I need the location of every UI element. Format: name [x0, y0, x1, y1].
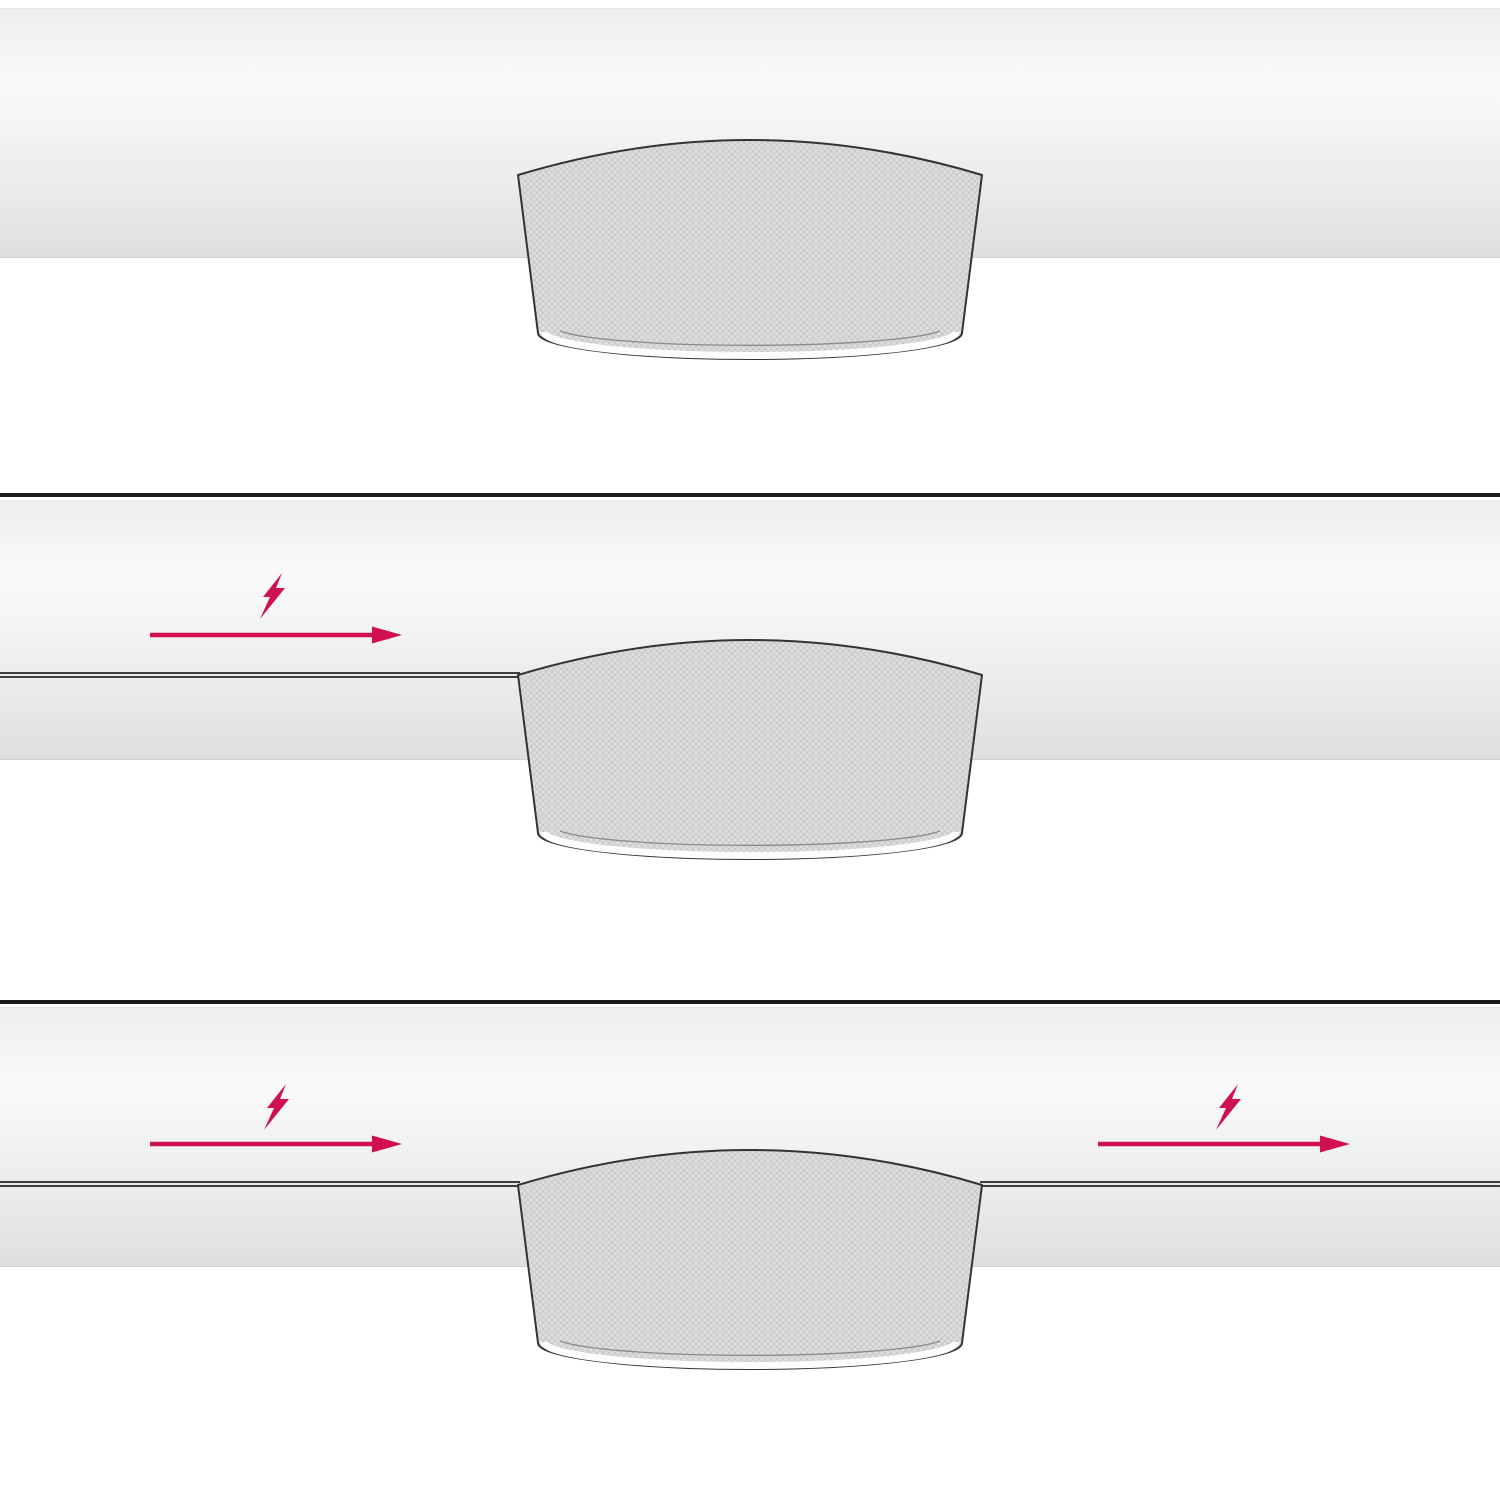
- drum-lampshade-illustration: [510, 630, 990, 870]
- lightning-bolt-shape: [260, 573, 285, 619]
- current-direction-arrow-icon: [150, 626, 402, 644]
- cable-line-left: [0, 1181, 520, 1187]
- panel-divider-line: [0, 1000, 1500, 1004]
- drum-lampshade-illustration: [510, 130, 990, 370]
- lampshade-shape: [518, 1150, 982, 1369]
- cable-line-right: [980, 1181, 1500, 1187]
- lightning-icon: [260, 573, 285, 619]
- lightning-icon: [264, 1084, 289, 1130]
- current-direction-arrow-icon: [150, 1135, 402, 1153]
- panel-lamp-cable-pass-through: [0, 1000, 1500, 1500]
- lampshade-shape: [518, 640, 982, 859]
- panel-lamp-cable-left: [0, 493, 1500, 1000]
- arrow-head: [1320, 1135, 1350, 1153]
- current-direction-arrow-icon: [1098, 1135, 1350, 1153]
- arrow-head: [372, 1135, 402, 1153]
- lampshade-shape: [518, 140, 982, 359]
- arrow-head: [372, 626, 402, 644]
- drum-lampshade-illustration: [510, 1140, 990, 1380]
- lightning-bolt-shape: [264, 1084, 289, 1130]
- cable-line-left: [0, 672, 520, 678]
- panel-lamp-no-cable: [0, 0, 1500, 493]
- lightning-icon: [1216, 1084, 1241, 1130]
- panel-divider-line: [0, 493, 1500, 497]
- lightning-bolt-shape: [1216, 1084, 1241, 1130]
